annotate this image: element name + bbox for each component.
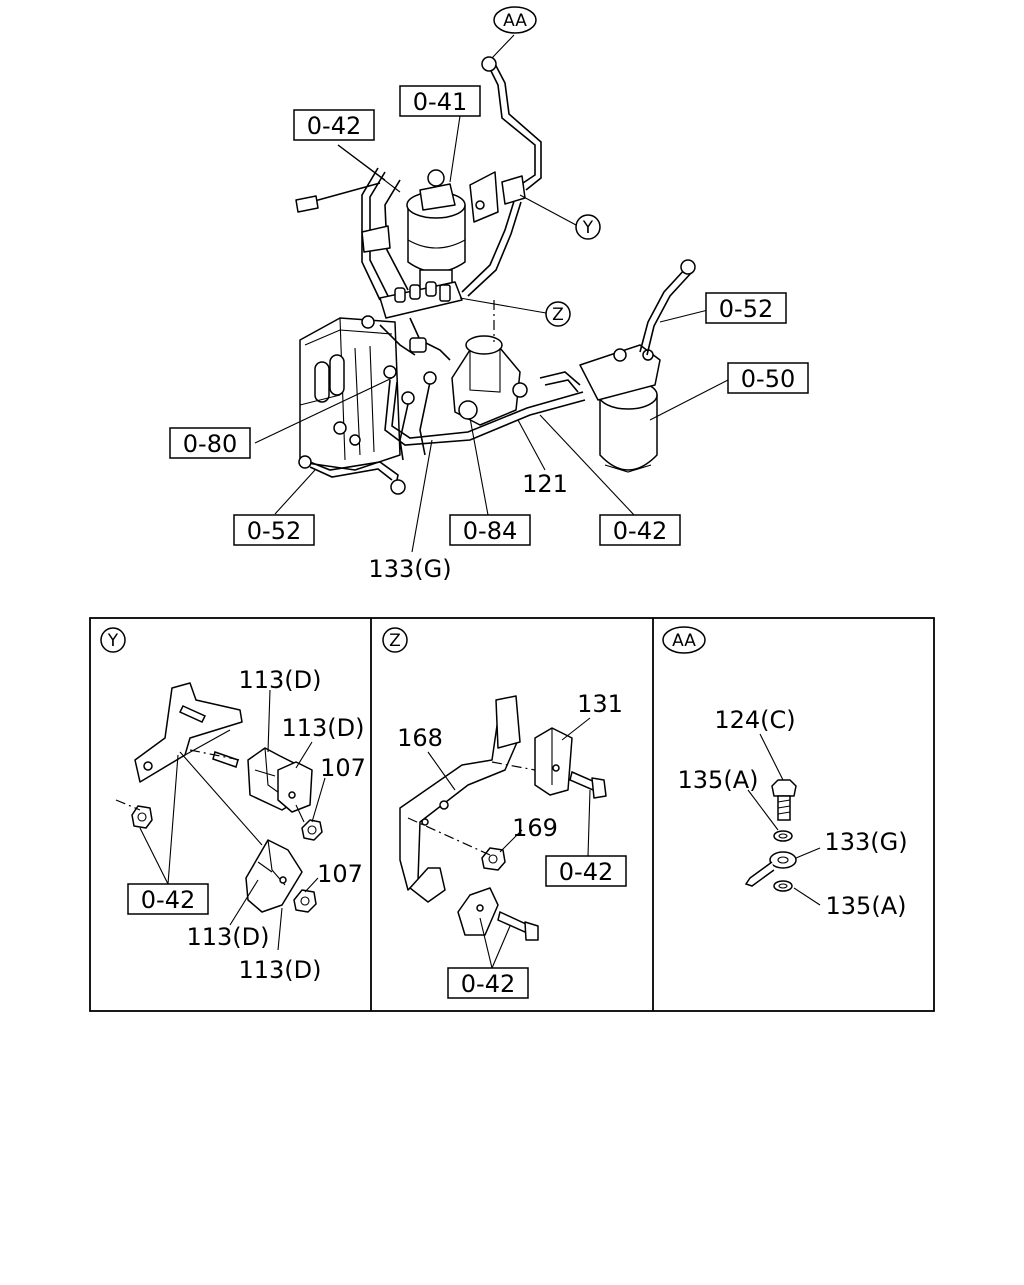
bracket-y-location bbox=[469, 171, 526, 223]
panel-z: Z 168 131 169 bbox=[382, 627, 627, 999]
panel-y-box-0-42: 0-42 bbox=[127, 883, 209, 915]
panel-z-box-0-42-a: 0-42 bbox=[545, 855, 627, 887]
box-0-42-bottom: 0-42 bbox=[599, 514, 681, 546]
fuel-manifold bbox=[361, 281, 463, 329]
fuel-pipes bbox=[295, 56, 696, 495]
box-0-50-text: 0-50 bbox=[741, 365, 795, 393]
box-0-84-text: 0-84 bbox=[463, 517, 517, 545]
panel-y: Y bbox=[100, 627, 366, 984]
box-0-52-right-text: 0-52 bbox=[719, 295, 773, 323]
panel-z-box-0-42-b: 0-42 bbox=[447, 967, 529, 999]
panel-y-tag: Y bbox=[107, 631, 119, 651]
callout-y: Y bbox=[575, 214, 601, 240]
callout-z: Z bbox=[545, 301, 571, 327]
box-0-52-left-text: 0-52 bbox=[247, 517, 301, 545]
panel-y-box-text: 0-42 bbox=[141, 886, 195, 914]
label-133g: 133(G) bbox=[368, 555, 451, 583]
main-assembly: AA Y Z 0-41 0-42 0-52 0-50 0-80 bbox=[169, 6, 809, 583]
box-0-42-top-text: 0-42 bbox=[307, 112, 361, 140]
box-0-52-right: 0-52 bbox=[705, 292, 787, 324]
panel-y-label-113d-c: 113(D) bbox=[186, 923, 269, 951]
main-leader-lines bbox=[254, 34, 729, 553]
box-0-42-bottom-text: 0-42 bbox=[613, 517, 667, 545]
box-0-42-top: 0-42 bbox=[293, 109, 375, 141]
injection-pump bbox=[299, 317, 401, 471]
callout-aa-text: AA bbox=[503, 11, 527, 31]
panel-y-label-107-b: 107 bbox=[317, 860, 363, 888]
panel-z-box-b-text: 0-42 bbox=[461, 970, 515, 998]
box-0-41: 0-41 bbox=[399, 85, 481, 117]
box-0-50: 0-50 bbox=[727, 362, 809, 394]
panel-aa: AA 124(C) 135(A) 133(G) 135(A) bbox=[662, 626, 908, 920]
panel-aa-label-133g: 133(G) bbox=[824, 828, 907, 856]
panel-z-tag: Z bbox=[389, 631, 401, 651]
panel-z-label-169: 169 bbox=[512, 814, 558, 842]
panel-z-label-168: 168 bbox=[397, 724, 443, 752]
callout-z-text: Z bbox=[552, 305, 564, 325]
panel-y-label-113d-b: 113(D) bbox=[281, 714, 364, 742]
callout-aa: AA bbox=[493, 6, 537, 34]
panel-y-label-113d-a: 113(D) bbox=[238, 666, 321, 694]
box-0-80-text: 0-80 bbox=[183, 430, 237, 458]
box-0-84: 0-84 bbox=[449, 514, 531, 546]
box-0-80: 0-80 bbox=[169, 427, 251, 459]
sedimenter bbox=[579, 344, 661, 473]
panel-z-label-131: 131 bbox=[577, 690, 623, 718]
label-121: 121 bbox=[522, 470, 568, 498]
panel-aa-label-135a-b: 135(A) bbox=[826, 892, 907, 920]
panel-aa-tag: AA bbox=[672, 631, 696, 651]
detail-panels bbox=[89, 617, 935, 1012]
priming-pump bbox=[451, 300, 528, 426]
fuel-filter-top bbox=[406, 169, 466, 291]
panel-aa-label-124c: 124(C) bbox=[714, 706, 795, 734]
callout-y-text: Y bbox=[582, 218, 594, 238]
box-0-52-left: 0-52 bbox=[233, 514, 315, 546]
panel-y-label-113d-d: 113(D) bbox=[238, 956, 321, 984]
panel-z-box-a-text: 0-42 bbox=[559, 858, 613, 886]
panel-y-label-107-a: 107 bbox=[320, 754, 366, 782]
panel-aa-label-135a-a: 135(A) bbox=[678, 766, 759, 794]
box-0-41-text: 0-41 bbox=[413, 88, 467, 116]
